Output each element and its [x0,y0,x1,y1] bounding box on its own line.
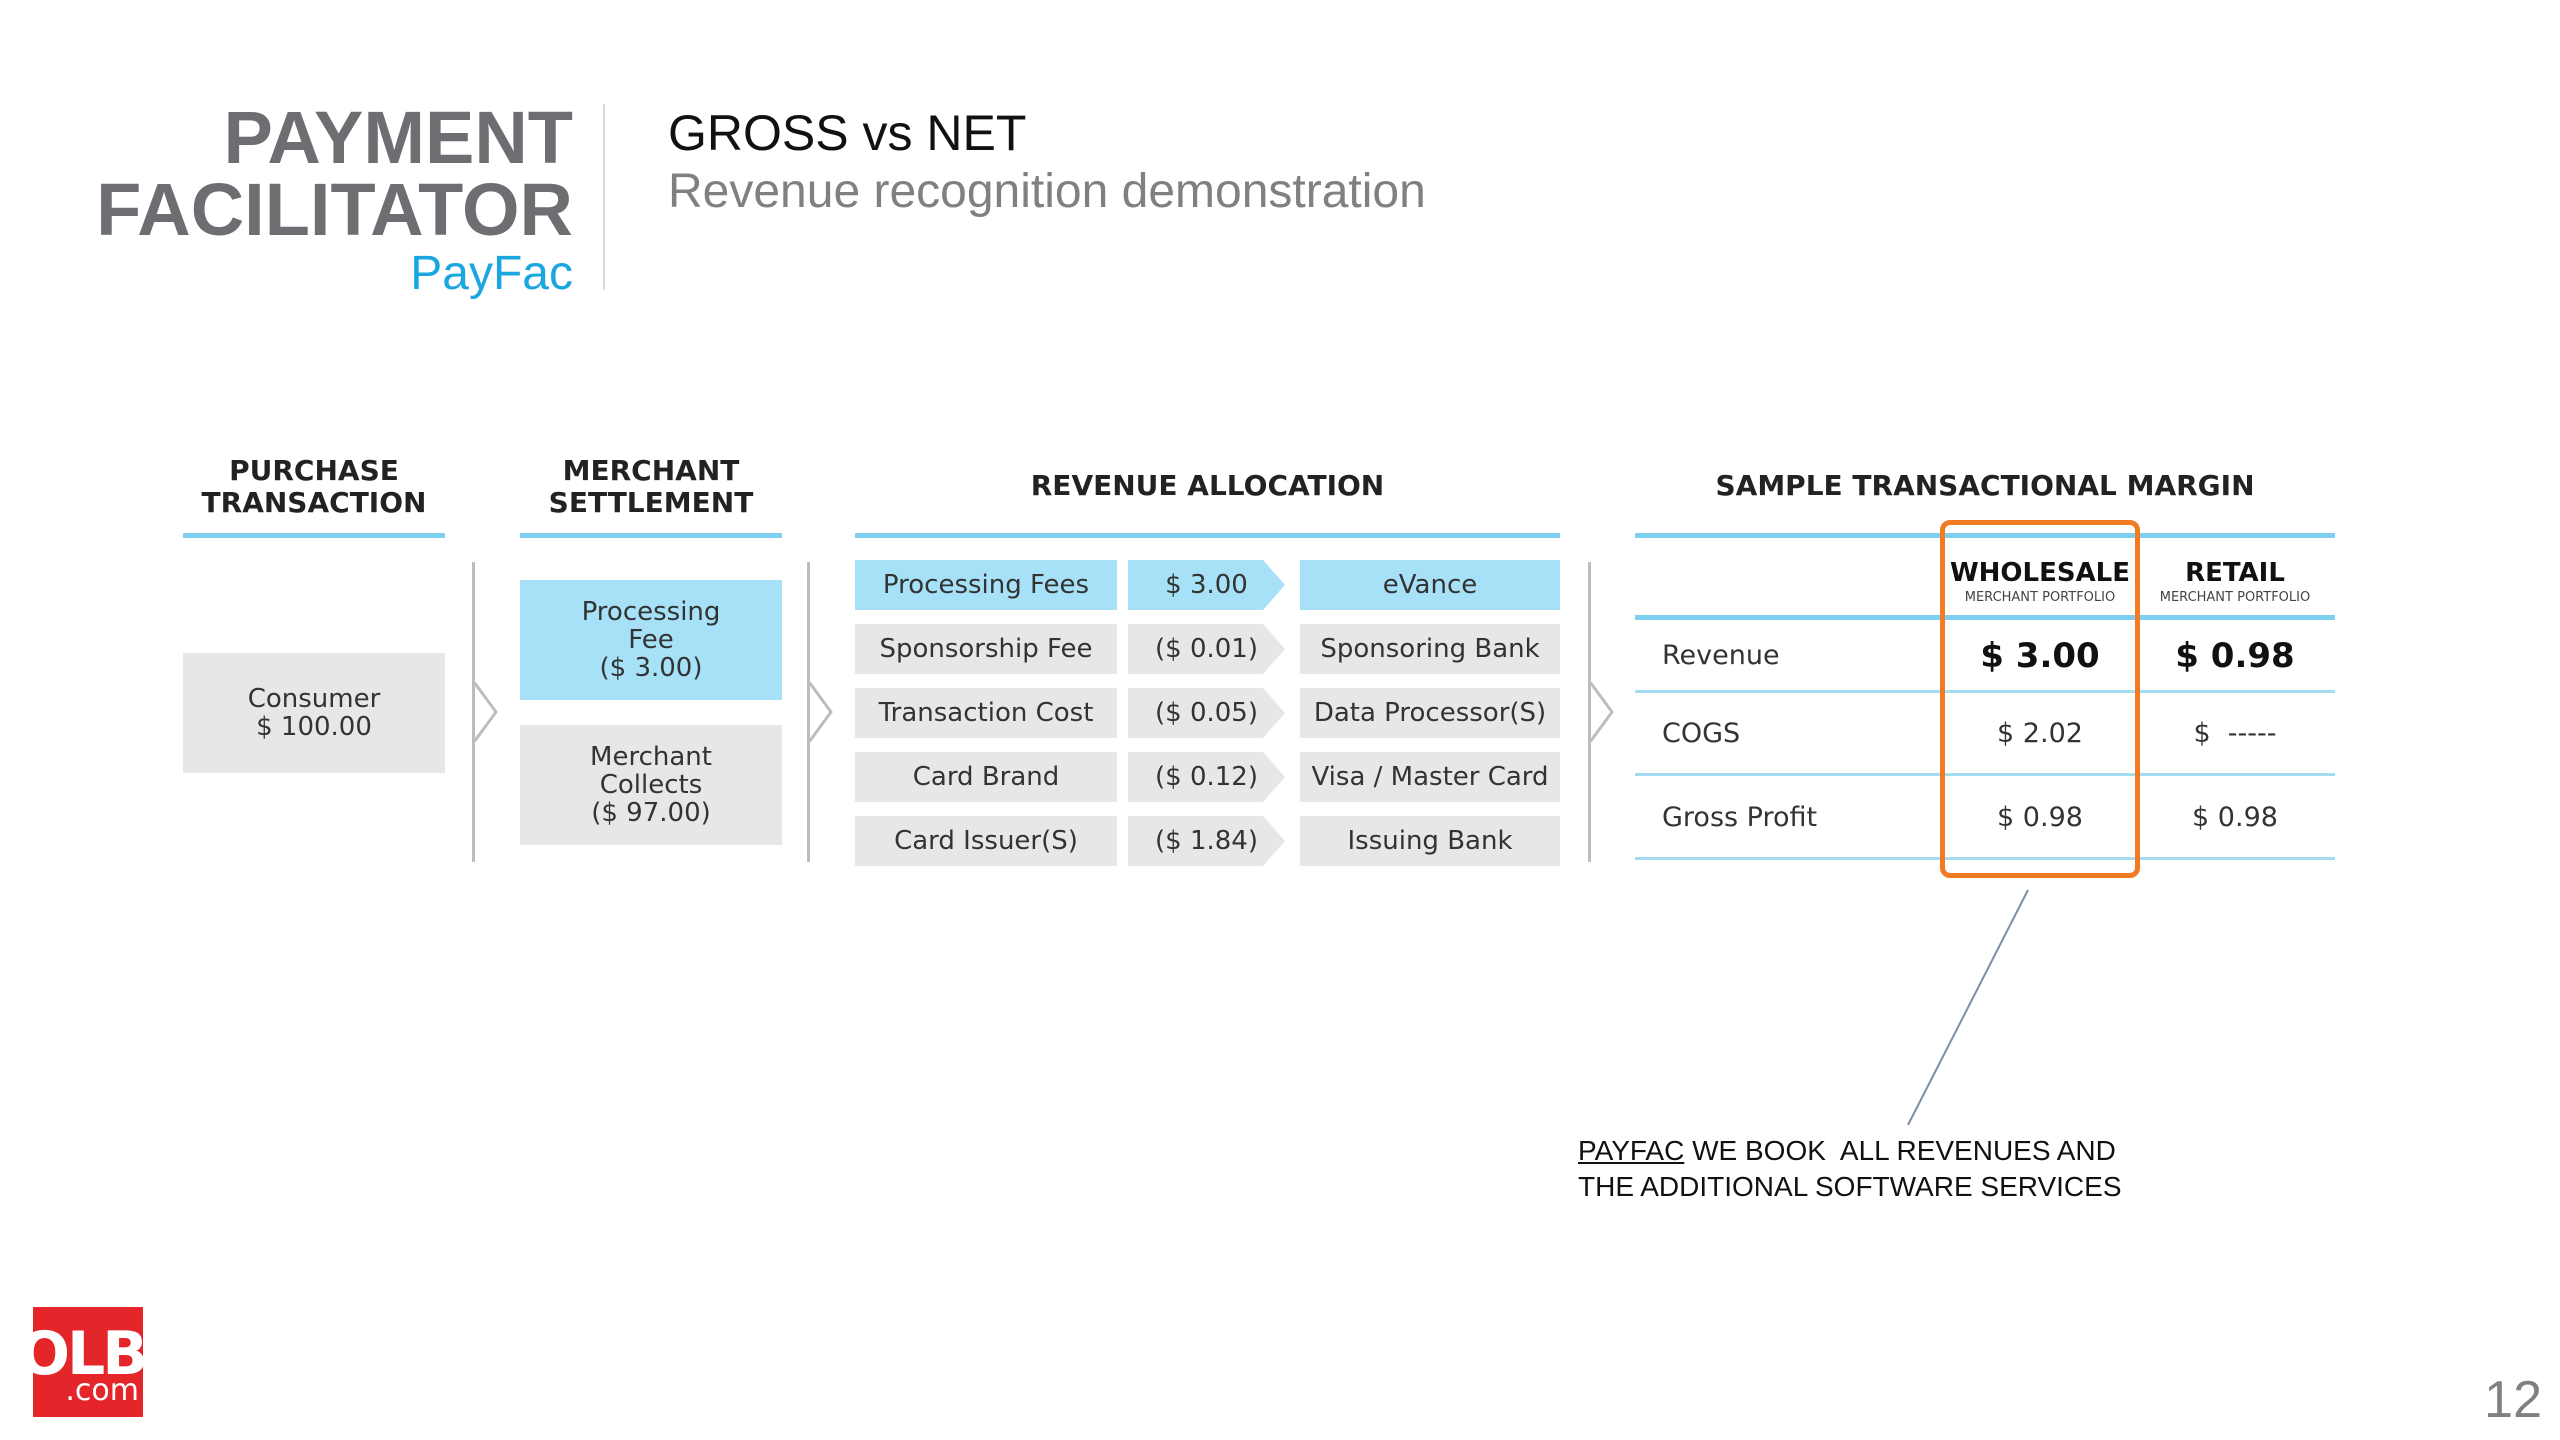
margin-retail-value: $ 0.98 [2175,636,2295,676]
margin-row-label: Revenue [1662,640,1780,671]
processing-fee-box: Processing Fee ($ 3.00) [520,580,782,700]
merchant-collects-box: Merchant Collects ($ 97.00) [520,725,782,845]
wholesale-column-header: WHOLESALE [1949,558,2131,588]
separator-3 [1588,562,1591,862]
margin-wholesale-value: $ 3.00 [1980,636,2100,676]
allocation-party: Issuing Bank [1300,816,1560,866]
callout-note-line-1: PAYFAC WE BOOK ALL REVENUES AND [1578,1135,2116,1166]
allocation-heading: REVENUE ALLOCATION [1030,469,1385,502]
purchase-heading: PURCHASE TRANSACTION [201,454,427,519]
allocation-amount: $ 3.00 [1128,560,1285,610]
slide-subtitle: Revenue recognition demonstration [668,165,1426,218]
allocation-party: Data Processor(S) [1300,688,1560,738]
allocation-party: Sponsoring Bank [1300,624,1560,674]
allocation-party: Visa / Master Card [1300,752,1560,802]
margin-rule [1635,533,2335,538]
margin-row-label: Gross Profit [1662,802,1818,833]
wholesale-highlight-box [1940,520,2140,878]
title-line-1: PAYMENT [223,96,573,179]
allocation-amount: ($ 1.84) [1128,816,1285,866]
margin-retail-value: $ ----- [2193,718,2277,749]
allocation-amount: ($ 0.12) [1128,752,1285,802]
brand-subtitle: PayFac [410,247,573,300]
allocation-item: Processing Fees [855,560,1117,610]
margin-row-rule [1635,857,2335,860]
margin-retail-value: $ 0.98 [2192,802,2278,833]
settlement-heading: MERCHANT SETTLEMENT [548,454,754,519]
callout-connector [1907,889,2029,1126]
margin-row-rule [1635,773,2335,776]
allocation-item: Transaction Cost [855,688,1117,738]
wholesale-column-subheader: MERCHANT PORTFOLIO [1964,590,2116,605]
allocation-rule [855,533,1560,538]
separator-2 [807,562,810,862]
chevron-right-icon [474,682,498,742]
purchase-rule [183,533,445,538]
olb-logo: OLB .com [33,1307,143,1417]
logo-text-top: OLB [33,1319,143,1389]
callout-note-line-2: THE ADDITIONAL SOFTWARE SERVICES [1578,1171,2122,1202]
page-number: 12 [2484,1371,2542,1429]
slide-title: GROSS vs NET [668,105,1027,161]
chevron-right-icon [1590,682,1614,742]
header-divider [603,104,605,290]
consumer-box: Consumer $ 100.00 [183,653,445,773]
title-line-2: FACILITATOR [96,168,573,251]
allocation-party: eVance [1300,560,1560,610]
margin-wholesale-value: $ 2.02 [1997,718,2083,749]
allocation-item: Sponsorship Fee [855,624,1117,674]
margin-header-rule [1635,615,2335,620]
callout-note: PAYFAC WE BOOK ALL REVENUES AND THE ADDI… [1578,1133,2122,1205]
allocation-item: Card Issuer(S) [855,816,1117,866]
logo-text-bottom: .com [65,1373,139,1408]
allocation-item: Card Brand [855,752,1117,802]
margin-heading: SAMPLE TRANSACTIONAL MARGIN [1715,469,2255,502]
chevron-right-icon [809,682,833,742]
settlement-rule [520,533,782,538]
margin-row-rule [1635,690,2335,693]
retail-column-header: RETAIL [2185,558,2285,588]
allocation-amount: ($ 0.01) [1128,624,1285,674]
margin-row-label: COGS [1662,718,1741,749]
margin-wholesale-value: $ 0.98 [1997,802,2083,833]
retail-column-subheader: MERCHANT PORTFOLIO [2159,590,2311,605]
separator-1 [472,562,475,862]
allocation-amount: ($ 0.05) [1128,688,1285,738]
